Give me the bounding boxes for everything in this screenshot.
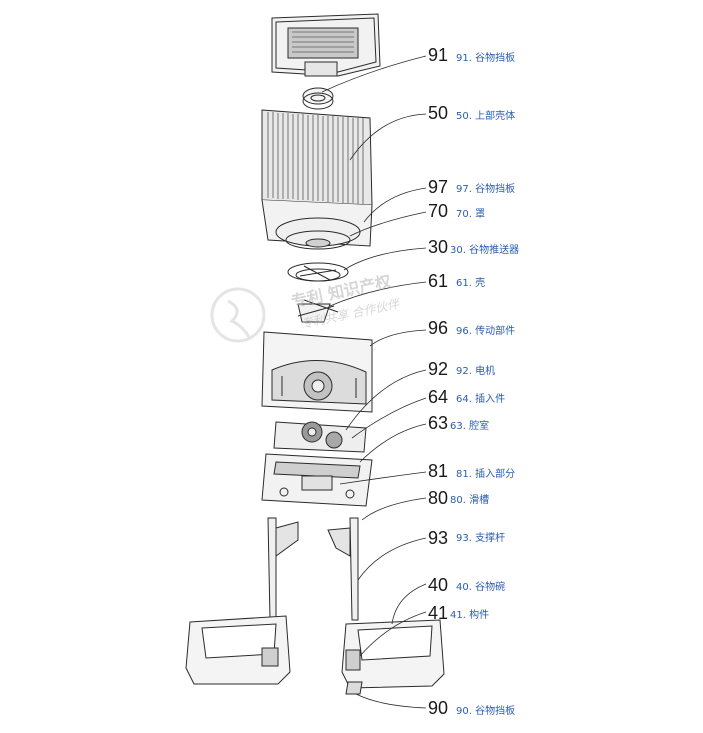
label-number: 41 (428, 603, 449, 623)
part-91-grain-baffle-top (271, 13, 381, 77)
part-92-motor-gears (273, 421, 367, 453)
label-text: 97. 谷物挡板 (456, 184, 516, 195)
label-number: 81 (428, 461, 449, 481)
label-number: 93 (428, 528, 449, 548)
part-90-grain-baffle-bottom (345, 681, 363, 695)
label-text: 64. 插入件 (456, 394, 506, 405)
label-number: 91 (428, 45, 449, 65)
label-text: 40. 谷物碗 (456, 582, 506, 593)
label-number: 61 (428, 271, 449, 291)
label-number: 92 (428, 359, 449, 379)
label-number: 40 (428, 575, 449, 595)
part-63-chamber-base (261, 453, 373, 507)
label-text: 61. 壳 (456, 278, 486, 289)
part-40-grain-bowl-right (341, 619, 445, 689)
label-number: 50 (428, 103, 449, 123)
label-number: 70 (428, 201, 449, 221)
label-text: 90. 谷物挡板 (456, 706, 516, 717)
part-93-support-rods (267, 517, 359, 621)
label-text: 30. 谷物推送器 (450, 245, 520, 256)
label-text: 41. 构件 (450, 610, 490, 621)
label-text: 63. 腔室 (450, 421, 490, 432)
label-text: 93. 支撑杆 (456, 533, 506, 544)
label-number: 96 (428, 318, 449, 338)
label-text: 96. 传动部件 (456, 326, 516, 337)
part-96-transmission-housing (261, 331, 373, 413)
part-91-connector (302, 87, 334, 110)
label-text: 81. 插入部分 (456, 469, 516, 480)
part-30-grain-pusher (287, 262, 349, 282)
part-40-grain-bowl-left (185, 615, 291, 685)
label-text: 70. 罩 (456, 209, 486, 220)
part-70-cover (275, 217, 361, 250)
label-text: 91. 谷物挡板 (456, 53, 516, 64)
label-text: 50. 上部壳体 (456, 111, 516, 122)
label-number: 80 (428, 488, 449, 508)
label-text: 80. 滑槽 (450, 495, 490, 506)
label-number: 63 (428, 413, 449, 433)
label-number: 30 (428, 237, 449, 257)
label-text: 92. 电机 (456, 366, 496, 377)
label-number: 64 (428, 387, 449, 407)
part-61-shell (297, 299, 339, 323)
label-number: 97 (428, 177, 449, 197)
leader-lines (321, 55, 427, 709)
label-number: 90 (428, 698, 449, 718)
